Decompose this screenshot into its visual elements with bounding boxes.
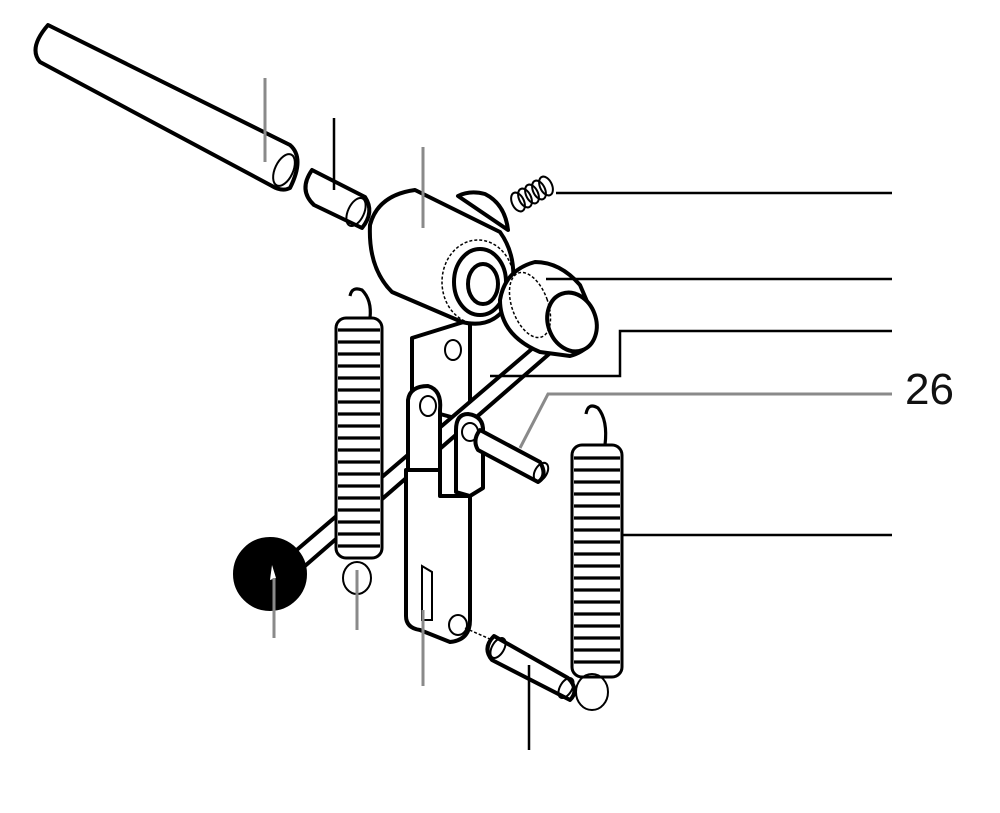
callout-label: 26 — [905, 365, 954, 414]
guide-pin — [473, 428, 550, 484]
black-knob — [233, 537, 307, 611]
right-tension-spring — [570, 404, 624, 711]
short-sleeve — [303, 168, 372, 230]
long-rod — [33, 23, 300, 192]
leader-lines — [263, 78, 892, 750]
left-tension-spring — [334, 287, 384, 595]
cam-roller — [498, 260, 599, 358]
lever-arm — [233, 337, 558, 611]
lower-pin — [464, 627, 577, 702]
link-plate — [404, 384, 486, 644]
set-screw — [510, 175, 554, 213]
